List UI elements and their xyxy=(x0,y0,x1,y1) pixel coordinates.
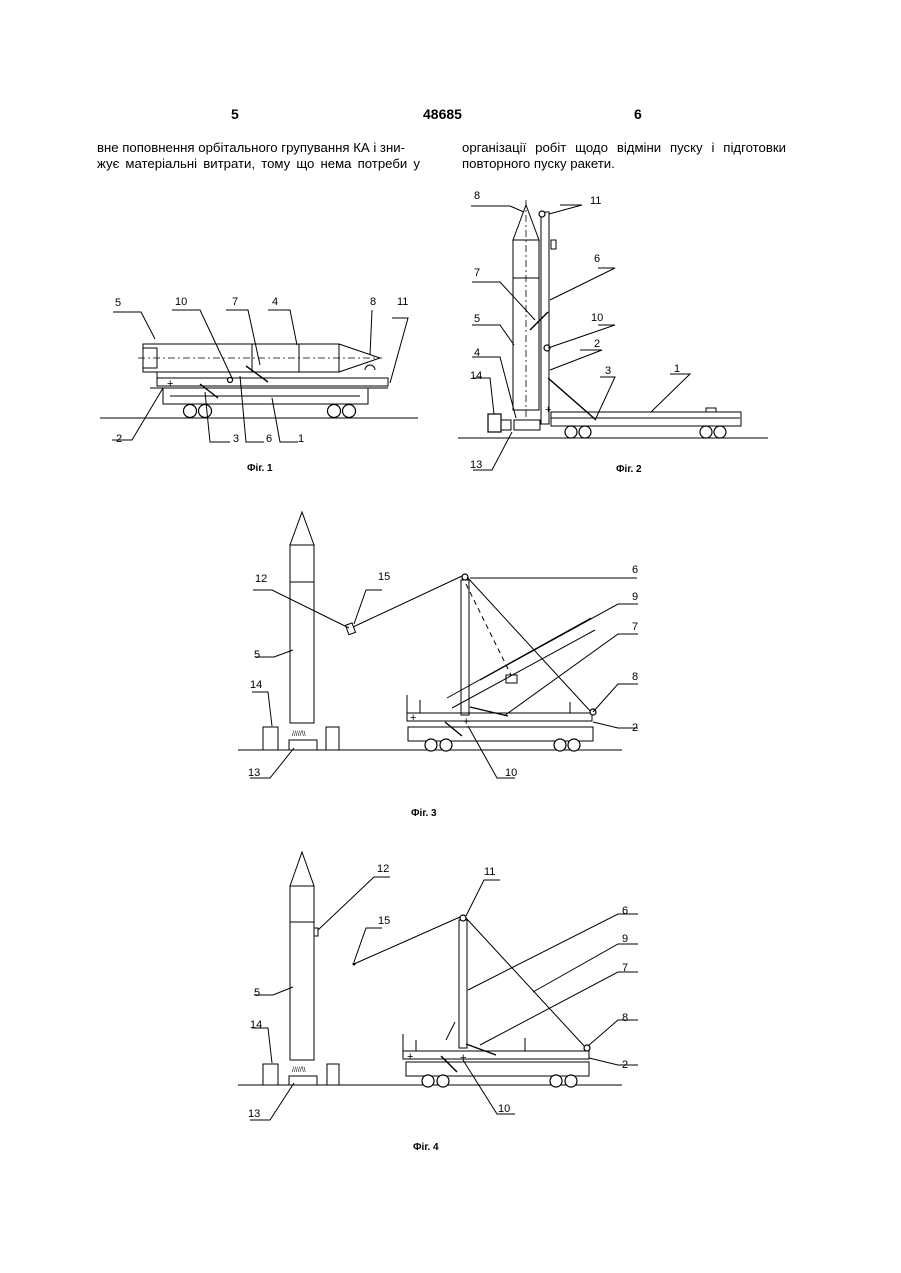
fig4-label-7: 7 xyxy=(622,962,628,974)
fig3-label-7: 7 xyxy=(632,621,638,633)
fig2-label-4: 4 xyxy=(474,347,480,359)
fig3-label-10: 10 xyxy=(505,767,517,779)
fig3-label-12: 12 xyxy=(255,573,267,585)
fig2-label-1: 1 xyxy=(674,363,680,375)
fig2-label-8: 8 xyxy=(474,190,480,202)
fig3-label-8: 8 xyxy=(632,671,638,683)
fig2-label-2: 2 xyxy=(594,338,600,350)
fig2-label-14: 14 xyxy=(470,370,482,382)
fig4-label-9: 9 xyxy=(622,933,628,945)
fig1-label-8: 8 xyxy=(370,296,376,308)
svg-text://///\\: /////\\ xyxy=(292,1067,306,1074)
fig2-label-7: 7 xyxy=(474,267,480,279)
fig1-label-7: 7 xyxy=(232,296,238,308)
figure-2: + 8 11 7 6 5 10 2 4 3 1 14 xyxy=(458,190,768,475)
fig2-label-6: 6 xyxy=(594,253,600,265)
svg-text:+: + xyxy=(410,712,416,724)
fig4-label-2: 2 xyxy=(622,1059,628,1071)
fig2-caption: Фіг. 2 xyxy=(616,464,642,475)
fig4-label-15: 15 xyxy=(378,915,390,927)
fig4-caption: Фіг. 4 xyxy=(413,1142,439,1153)
fig4-label-11: 11 xyxy=(484,866,495,878)
fig4-label-8: 8 xyxy=(622,1012,628,1024)
fig1-caption: Фіг. 1 xyxy=(247,463,273,474)
fig3-label-9: 9 xyxy=(632,591,638,603)
fig3-label-6: 6 xyxy=(632,564,638,576)
fig2-label-11: 11 xyxy=(590,195,601,207)
fig1-label-10: 10 xyxy=(175,296,187,308)
fig2-label-10: 10 xyxy=(591,312,603,324)
svg-text:+: + xyxy=(407,1051,413,1063)
fig3-label-15: 15 xyxy=(378,571,390,583)
fig1-label-4: 4 xyxy=(272,296,278,308)
fig1-label-3: 3 xyxy=(233,433,239,445)
svg-text:+: + xyxy=(545,404,551,416)
fig1-label-5: 5 xyxy=(115,297,121,309)
fig3-label-14: 14 xyxy=(250,679,262,691)
fig2-label-13: 13 xyxy=(470,459,482,471)
fig4-label-6: 6 xyxy=(622,905,628,917)
fig3-label-13: 13 xyxy=(248,767,260,779)
svg-text:+: + xyxy=(167,378,173,390)
fig4-label-10: 10 xyxy=(498,1103,510,1115)
fig3-caption: Фіг. 3 xyxy=(411,808,437,819)
figure-1: + 5 10 7 4 8 11 2 3 6 1 Фіг. 1 xyxy=(100,296,418,474)
fig2-label-5: 5 xyxy=(474,313,480,325)
fig3-label-2: 2 xyxy=(632,722,638,734)
fig1-label-1: 1 xyxy=(298,433,304,445)
fig4-label-12: 12 xyxy=(377,863,389,875)
fig4-label-13: 13 xyxy=(248,1108,260,1120)
svg-text://///\\: /////\\ xyxy=(292,731,306,738)
figure-3: /////\\ + + xyxy=(238,512,638,819)
fig4-label-14: 14 xyxy=(250,1019,262,1031)
figure-4: /////\\ + + xyxy=(238,852,638,1153)
fig2-label-3: 3 xyxy=(605,365,611,377)
fig1-label-11: 11 xyxy=(397,296,408,308)
fig1-label-6: 6 xyxy=(266,433,272,445)
fig4-label-5: 5 xyxy=(254,987,260,999)
fig1-label-2: 2 xyxy=(116,433,122,445)
fig3-label-5: 5 xyxy=(254,649,260,661)
